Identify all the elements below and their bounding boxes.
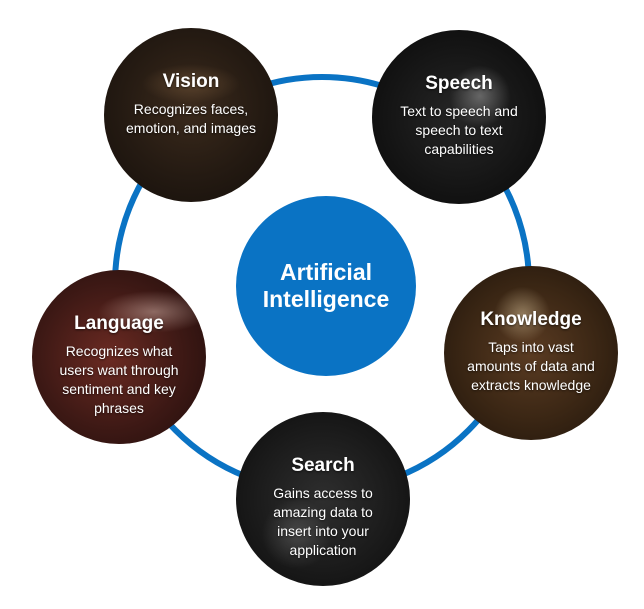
node-description-speech: Text to speech and speech to text capabi… <box>400 103 518 157</box>
node-language: Language Recognizes what users want thro… <box>32 270 206 444</box>
center-title: Artificial Intelligence <box>262 259 390 312</box>
center-circle: Artificial Intelligence <box>236 196 416 376</box>
node-description-knowledge: Taps into vast amounts of data and extra… <box>467 339 595 393</box>
node-description-search: Gains access to amazing data to insert i… <box>273 485 373 558</box>
node-description-vision: Recognizes faces, emotion, and images <box>126 101 256 136</box>
node-description-language: Recognizes what users want through senti… <box>59 343 179 416</box>
node-title-knowledge: Knowledge <box>480 309 582 330</box>
node-knowledge: Knowledge Taps into vast amounts of data… <box>444 266 618 440</box>
node-search: Search Gains access to amazing data to i… <box>236 412 410 586</box>
node-speech: Speech Text to speech and speech to text… <box>372 30 546 204</box>
node-title-language: Language <box>74 313 164 334</box>
node-vision: Vision Recognizes faces, emotion, and im… <box>104 28 278 202</box>
node-title-vision: Vision <box>162 71 220 92</box>
node-title-search: Search <box>291 455 355 476</box>
node-title-speech: Speech <box>425 73 493 94</box>
